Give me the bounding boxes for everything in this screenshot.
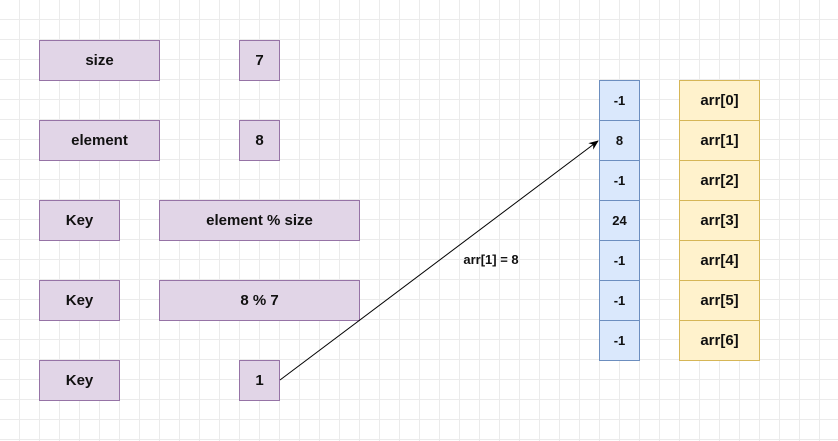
key-label-box-3: Key: [39, 360, 120, 401]
array-value-cell-2: -1: [599, 160, 640, 201]
array-index-cell-2: arr[2]: [679, 160, 760, 201]
key-substituted-box: 8 % 7: [159, 280, 360, 321]
array-value-cell-6: -1: [599, 320, 640, 361]
array-value-cell-4: -1: [599, 240, 640, 281]
key-formula-box: element % size: [159, 200, 360, 241]
array-value-cell-0: -1: [599, 80, 640, 121]
size-label-box: size: [39, 40, 160, 81]
element-value-box: 8: [239, 120, 280, 161]
array-value-cell-5: -1: [599, 280, 640, 321]
connector-arrow: [279, 140, 599, 381]
key-label-box-2: Key: [39, 280, 120, 321]
array-value-cell-1: 8: [599, 120, 640, 161]
array-index-cell-1: arr[1]: [679, 120, 760, 161]
connector-label: arr[1] = 8: [463, 252, 519, 267]
size-value-box: 7: [239, 40, 280, 81]
array-index-cell-4: arr[4]: [679, 240, 760, 281]
key-result-box: 1: [239, 360, 280, 401]
array-value-cell-3: 24: [599, 200, 640, 241]
array-index-cell-6: arr[6]: [679, 320, 760, 361]
key-label-box-1: Key: [39, 200, 120, 241]
element-label-box: element: [39, 120, 160, 161]
array-index-cell-0: arr[0]: [679, 80, 760, 121]
array-index-cell-5: arr[5]: [679, 280, 760, 321]
